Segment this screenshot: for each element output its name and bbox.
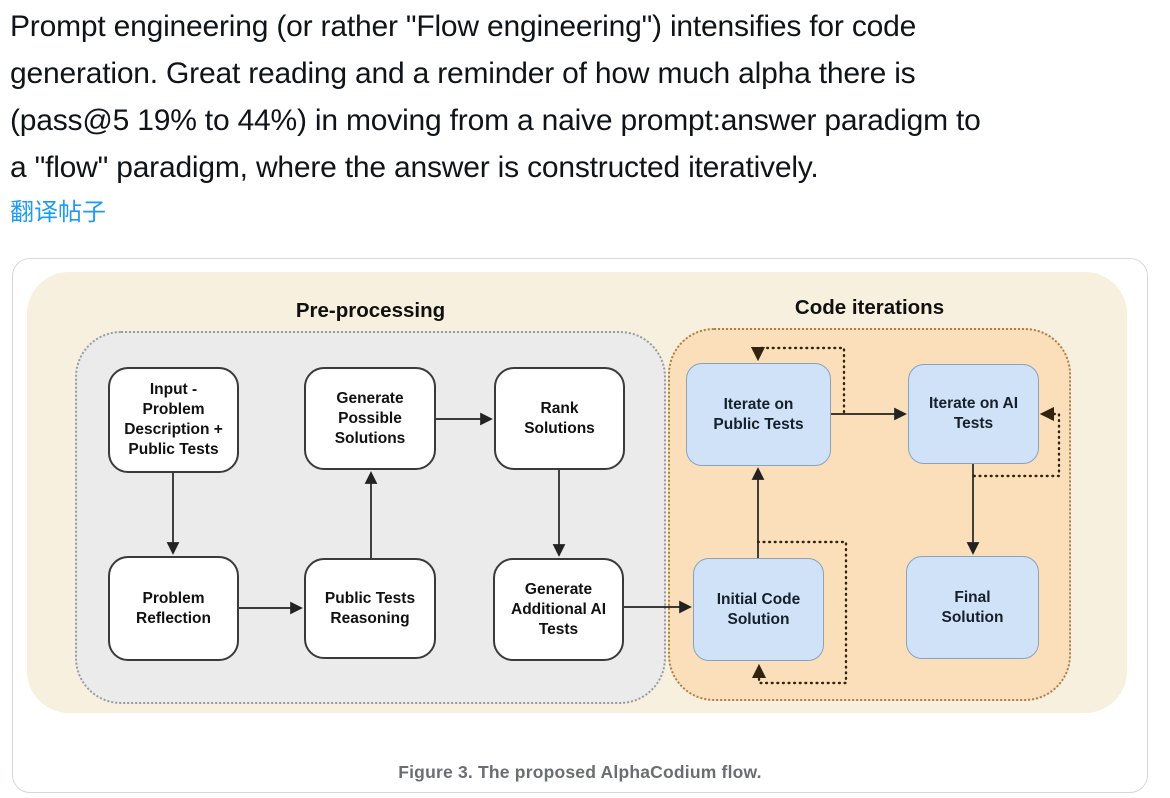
figure-image-card[interactable]: Pre-processing Code iterations Input - P…: [12, 258, 1148, 793]
node-label: Iterate on Public Tests: [713, 395, 804, 433]
node-label: Rank Solutions: [524, 399, 595, 437]
node-label: Public Tests Reasoning: [324, 589, 416, 627]
figure-caption: Figure 3. The proposed AlphaCodium flow.: [398, 762, 762, 782]
node-final-solution: Final Solution: [906, 556, 1039, 659]
post-text-line: Prompt engineering (or rather "Flow engi…: [10, 10, 917, 43]
node-generate-possible-solutions: Generate Possible Solutions: [304, 367, 436, 470]
node-input-box: Input - Problem Description + Public Tes…: [108, 367, 239, 473]
node-label: Iterate on AI Tests: [929, 395, 1018, 432]
node-label: Generate Possible Solutions: [334, 389, 406, 447]
node-label: Generate Additional AI Tests: [511, 580, 606, 638]
node-initial-code-solution: Initial Code Solution: [693, 558, 824, 661]
code-iterations-title: Code iterations: [794, 296, 945, 319]
node-problem-reflection: Problem Reflection: [108, 556, 239, 661]
node-label: Input - Problem Description + Public Tes…: [124, 381, 223, 458]
node-iterate-on-public-tests: Iterate on Public Tests: [686, 363, 831, 466]
post-text-line: generation. Great reading and a reminder…: [10, 57, 916, 90]
node-iterate-on-ai-tests: Iterate on AI Tests: [908, 364, 1039, 464]
post-text-line: a "flow" paradigm, where the answer is c…: [10, 151, 819, 184]
node-public-tests-reasoning: Public Tests Reasoning: [304, 558, 436, 659]
node-label: Problem Reflection: [136, 589, 211, 627]
node-label: Final Solution: [941, 588, 1004, 626]
node-generate-additional-ai-tests: Generate Additional AI Tests: [493, 558, 624, 661]
node-rank-solutions: Rank Solutions: [494, 367, 625, 470]
node-label: Initial Code Solution: [716, 590, 801, 628]
post-text-line: (pass@5 19% to 44%) in moving from a nai…: [10, 104, 981, 137]
preprocessing-title: Pre-processing: [295, 299, 446, 322]
translate-post-link[interactable]: 翻译帖子: [10, 199, 106, 226]
post-text: Prompt engineering (or rather "Flow engi…: [10, 3, 1162, 191]
